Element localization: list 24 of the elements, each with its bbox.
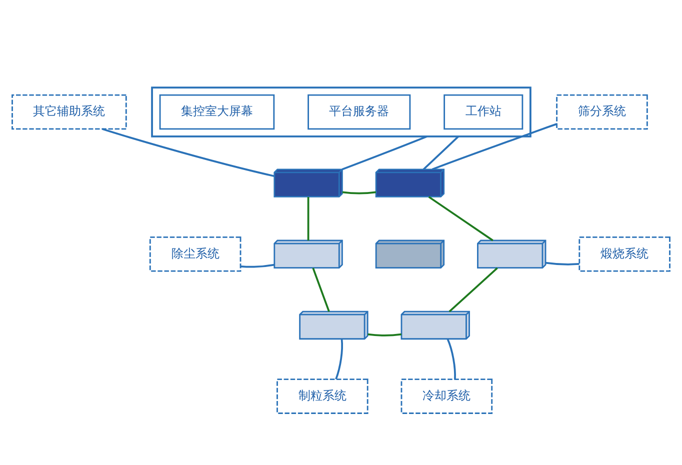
connector (446, 338, 456, 379)
node-box: 煅烧系统 (578, 236, 670, 272)
node-box: 平台服务器 (308, 94, 411, 130)
cluster (151, 86, 532, 137)
connector (335, 338, 344, 380)
connector (545, 261, 580, 265)
connector (342, 190, 376, 194)
connector (342, 135, 428, 170)
node-box: 冷却系统 (400, 378, 493, 414)
node-box: 集控室大屏幕 (159, 94, 275, 130)
node-box: 工作站 (444, 94, 524, 130)
connector (432, 122, 557, 170)
connector (368, 332, 402, 336)
node-box: 制粒系统 (276, 378, 368, 414)
connector (422, 135, 460, 170)
node-box: 除尘系统 (149, 236, 242, 272)
connector (448, 266, 498, 312)
node-box: 其它辅助系统 (12, 94, 127, 130)
connector (428, 196, 494, 241)
connector (312, 267, 330, 312)
connector (307, 196, 310, 240)
connector (240, 263, 274, 268)
connector (102, 128, 274, 177)
node-box: 筛分系统 (556, 94, 648, 130)
